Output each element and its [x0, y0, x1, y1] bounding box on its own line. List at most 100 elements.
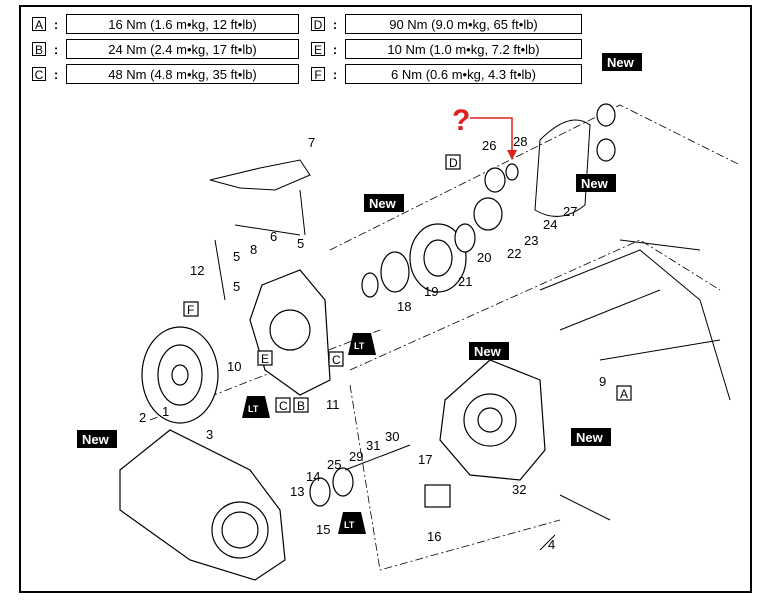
callout: 30 [385, 429, 399, 444]
callout: 29 [349, 449, 363, 464]
crankcase-cover [119, 429, 286, 581]
callout: 9 [599, 374, 606, 389]
brake-lever [209, 159, 311, 191]
svg-text:LT: LT [354, 341, 365, 351]
torque-row-a: A:16 Nm (1.6 m•kg, 12 ft•lb) [32, 13, 299, 35]
assembly-guides [149, 104, 741, 571]
torque-mark: F [183, 301, 199, 317]
torque-mark: C [275, 397, 291, 413]
callout: 22 [507, 246, 521, 261]
svg-text:F: F [187, 303, 194, 317]
torque-value: 6 Nm (0.6 m•kg, 4.3 ft•lb) [345, 64, 582, 84]
callout: 11 [326, 397, 340, 412]
svg-text:B: B [297, 399, 305, 413]
torque-mark: E [257, 350, 273, 366]
callout: 7 [308, 135, 315, 150]
torque-value: 16 Nm (1.6 m•kg, 12 ft•lb) [66, 14, 299, 34]
diagram-frame [19, 5, 752, 593]
callout: 27 [563, 204, 577, 219]
callout: 16 [427, 529, 441, 544]
new-badge: New [602, 53, 642, 71]
question-annotation: ? [452, 104, 517, 160]
svg-text:C: C [332, 353, 341, 367]
threadlock-icons: LT LT LT [242, 333, 376, 534]
callout: 1 [162, 404, 169, 419]
torque-value: 48 Nm (4.8 m•kg, 35 ft•lb) [66, 64, 299, 84]
new-badges: New New New New New New [77, 53, 642, 448]
torque-marks: D F E C B C A [183, 154, 632, 413]
svg-text:New: New [474, 344, 502, 359]
svg-text:New: New [581, 176, 609, 191]
svg-text:C: C [279, 399, 288, 413]
callout: 10 [227, 359, 241, 374]
callout: 20 [477, 250, 491, 265]
new-badge: New [469, 342, 509, 360]
new-badge: New [576, 174, 616, 192]
callout: 4 [548, 537, 555, 552]
torque-row-f: F:6 Nm (0.6 m•kg, 4.3 ft•lb) [311, 63, 582, 85]
svg-text:New: New [576, 430, 604, 445]
callouts: 7 6 5 8 5 12 5 10 11 3 2 1 18 19 21 20 2… [139, 134, 606, 552]
svg-text:A: A [620, 387, 628, 401]
callout: 15 [316, 522, 330, 537]
torque-mark: B [293, 397, 309, 413]
threadlock-icon: LT [242, 396, 270, 418]
colon: : [332, 66, 338, 82]
torque-value: 90 Nm (9.0 m•kg, 65 ft•lb) [345, 14, 582, 34]
svg-text:LT: LT [248, 404, 259, 414]
callout: 19 [424, 284, 438, 299]
vehicle-frame [539, 239, 731, 401]
question-mark: ? [452, 104, 470, 137]
torque-letter: A [32, 17, 46, 32]
colon: : [53, 16, 59, 32]
gear-train [361, 103, 616, 298]
torque-row-b: B:24 Nm (2.4 m•kg, 17 ft•lb) [32, 38, 299, 60]
callout: 23 [524, 233, 538, 248]
callout: 5 [233, 249, 240, 264]
torque-letter: B [32, 42, 46, 57]
svg-text:New: New [369, 196, 397, 211]
new-badge: New [364, 194, 404, 212]
callout: 2 [139, 410, 146, 425]
svg-text:D: D [449, 156, 458, 170]
callout: 24 [543, 217, 557, 232]
callout: 12 [190, 263, 204, 278]
callout: 5 [297, 236, 304, 251]
torque-letter: E [311, 42, 325, 57]
torque-value: 10 Nm (1.0 m•kg, 7.2 ft•lb) [345, 39, 582, 59]
torque-row-c: C:48 Nm (4.8 m•kg, 35 ft•lb) [32, 63, 299, 85]
callout: 6 [270, 229, 277, 244]
torque-value: 24 Nm (2.4 m•kg, 17 ft•lb) [66, 39, 299, 59]
svg-text:E: E [261, 352, 269, 366]
callout: 14 [306, 469, 320, 484]
svg-text:New: New [607, 55, 635, 70]
callout: 18 [397, 299, 411, 314]
torque-row-d: D:90 Nm (9.0 m•kg, 65 ft•lb) [311, 13, 582, 35]
callout: 17 [418, 452, 432, 467]
new-badge: New [77, 430, 117, 448]
callout: 5 [233, 279, 240, 294]
torque-row-e: E:10 Nm (1.0 m•kg, 7.2 ft•lb) [311, 38, 582, 60]
torque-mark: D [445, 154, 461, 170]
svg-text:LT: LT [344, 520, 355, 530]
colon: : [332, 41, 338, 57]
callout: 21 [458, 274, 472, 289]
torque-mark: C [328, 351, 344, 367]
callout: 3 [206, 427, 213, 442]
callout: 32 [512, 482, 526, 497]
callout: 31 [366, 438, 380, 453]
svg-text:New: New [82, 432, 110, 447]
torque-mark: A [616, 385, 632, 401]
colon: : [53, 41, 59, 57]
callout: 25 [327, 457, 341, 472]
threadlock-icon: LT [338, 512, 366, 534]
colon: : [53, 66, 59, 82]
colon: : [332, 16, 338, 32]
torque-letter: C [32, 67, 46, 82]
torque-letter: D [311, 17, 325, 32]
threadlock-icon: LT [348, 333, 376, 355]
callout: 26 [482, 138, 496, 153]
callout: 8 [250, 242, 257, 257]
torque-letter: F [311, 67, 325, 82]
